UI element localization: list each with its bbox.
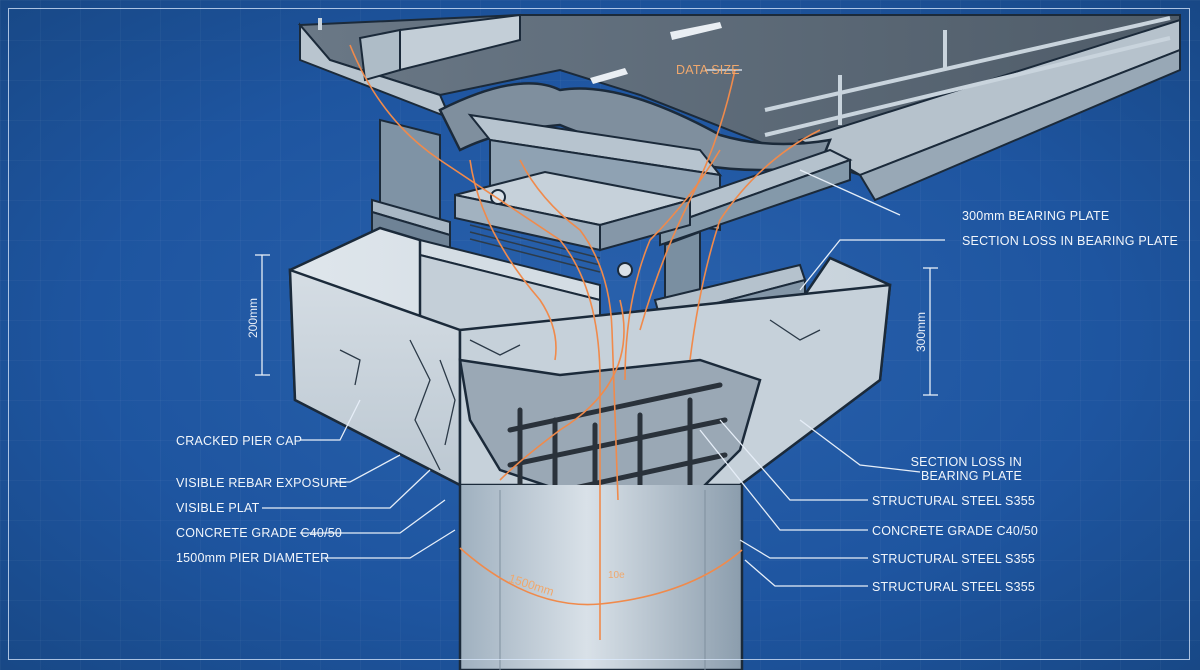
structural-steel-label-2: STRUCTURAL STEEL S355 [872,552,1036,566]
structural-steel-label-3: STRUCTURAL STEEL S355 [872,580,1036,594]
section-loss-label-line2: BEARING PLATE [920,469,1022,483]
dim-left-height: 200mm [246,297,260,338]
rebar-exposure-label: VISIBLE REBAR EXPOSURE [176,476,348,490]
pier-column [458,485,744,670]
dim-right-height: 300mm [914,311,928,352]
bridge-deck [297,13,1181,202]
concrete-grade-label-right: CONCRETE GRADE C40/50 [872,524,1039,538]
annotation-wires [349,44,821,640]
section-loss-label: SECTION LOSS IN BEARING PLATE [962,234,1179,248]
dim-small-mark: 10e [608,570,625,581]
leader-lines [255,69,945,587]
cracked-pier-cap-label: CRACKED PIER CAP [176,434,303,448]
visible-plat-label: VISIBLE PLAT [176,501,260,515]
data-size-label: DATA SIZE [676,63,740,77]
section-loss-label-line1: SECTION LOSS IN [910,455,1022,469]
pier-diameter-label: 1500mm PIER DIAMETER [176,551,330,565]
bearing-plate-label: 300mm BEARING PLATE [962,209,1110,223]
concrete-grade-label-left: CONCRETE GRADE C40/50 [176,526,343,540]
structural-steel-label-1: STRUCTURAL STEEL S355 [872,494,1036,508]
